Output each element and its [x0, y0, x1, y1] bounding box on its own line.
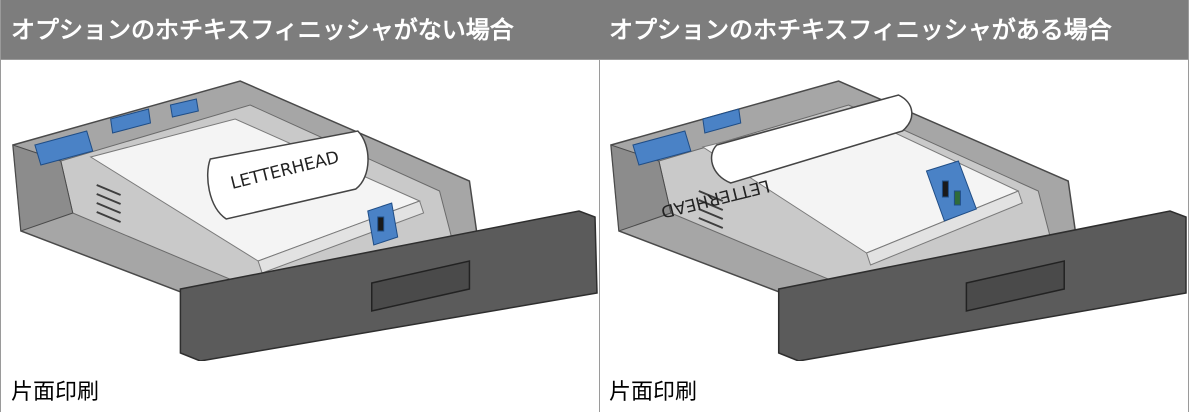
paper-tray-illustration: LETTERHEAD [610, 80, 1187, 361]
tray-handle [371, 260, 471, 312]
letterhead-curl [710, 94, 913, 184]
tray-vent [698, 190, 724, 229]
print-mode-caption: 片面印刷 [11, 380, 100, 405]
paper-guide-left [632, 108, 742, 166]
print-mode-caption: 片面印刷 [609, 380, 698, 405]
letterhead-curl [207, 130, 369, 220]
tray-vent [96, 184, 121, 223]
paper-tray-illustration: LETTERHEAD [12, 80, 598, 361]
column-header: オプションのホチキスフィニッシャがない場合 [1, 0, 599, 60]
column-header: オプションのホチキスフィニッシャがある場合 [599, 0, 1188, 60]
column-with-finisher: オプションのホチキスフィニッシャがある場合 LETTERHEAD [599, 0, 1189, 412]
column-without-finisher: オプションのホチキスフィニッシャがない場合 LETTERHEAD [0, 0, 600, 412]
paper-guide-left [34, 98, 199, 166]
paper-guide-right [367, 202, 399, 246]
paper-guide-right [925, 160, 978, 222]
tray-handle [965, 260, 1065, 312]
